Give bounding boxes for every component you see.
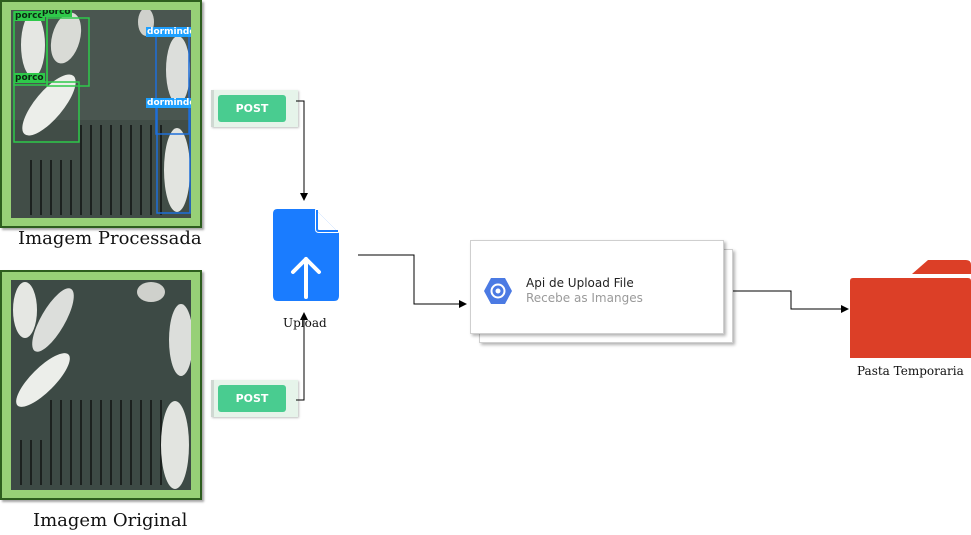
upload-label: Upload xyxy=(283,316,327,330)
post-request-top: POST xyxy=(211,90,298,127)
processed-image-caption: Imagem Processada xyxy=(18,228,202,249)
post-button-bottom[interactable]: POST xyxy=(218,385,286,412)
original-image-caption: Imagem Original xyxy=(33,510,188,531)
api-card[interactable]: Api de Upload File Recebe as Imanges xyxy=(470,240,724,334)
detection-label-dormindo-2: dormindo xyxy=(146,98,191,108)
api-subtitle: Recebe as Imanges xyxy=(526,291,643,305)
processed-image: porco porco porco dormindo dormindo xyxy=(11,10,191,218)
processed-image-frame: porco porco porco dormindo dormindo xyxy=(0,0,202,228)
upload-file-icon[interactable] xyxy=(273,209,339,302)
api-title: Api de Upload File xyxy=(526,276,634,290)
detection-label-dormindo-1: dormindo xyxy=(146,27,191,37)
original-image-frame xyxy=(0,270,202,500)
original-image xyxy=(11,280,191,490)
folder-label: Pasta Temporaria xyxy=(857,364,964,378)
post-button-top[interactable]: POST xyxy=(218,95,286,122)
detection-label-porco-2: porco xyxy=(41,10,72,17)
detection-label-porco-1: porco xyxy=(14,11,45,21)
original-image-scene xyxy=(11,280,191,490)
detection-label-porco-3: porco xyxy=(14,73,45,83)
folder-icon[interactable] xyxy=(850,260,971,358)
post-request-bottom: POST xyxy=(211,380,298,417)
api-service-icon xyxy=(484,278,512,304)
